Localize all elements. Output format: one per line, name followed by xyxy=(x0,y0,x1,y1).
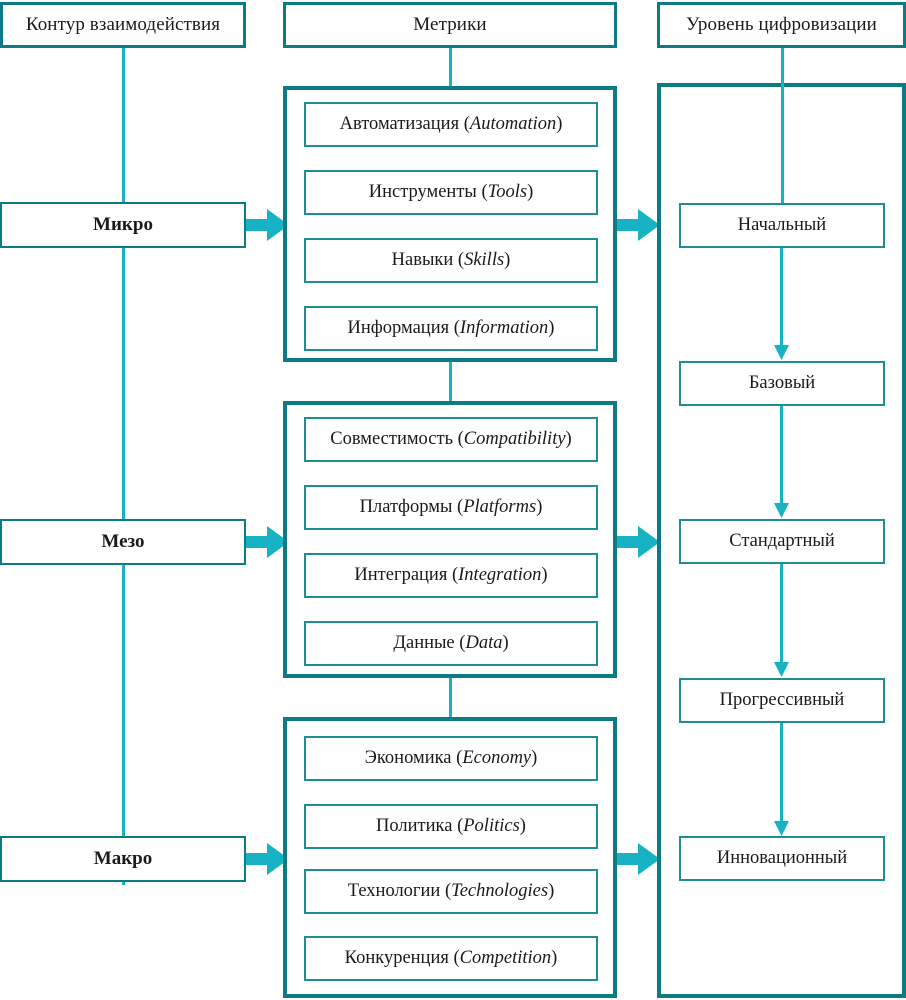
level-box-standard[interactable]: Стандартный xyxy=(679,519,885,564)
metric-item-skills[interactable]: Навыки (Skills) xyxy=(304,238,598,283)
arrow-macro-to-metrics xyxy=(246,843,289,875)
tier-box-micro-label: Микро xyxy=(93,214,153,235)
metric-item-compatibility-ru: Совместимость xyxy=(330,429,453,449)
tier-box-macro[interactable]: Макро xyxy=(0,836,246,882)
metric-item-economy[interactable]: Экономика (Economy) xyxy=(304,736,598,781)
metric-item-compatibility-en: Compatibility xyxy=(463,429,566,449)
tier-box-micro[interactable]: Микро xyxy=(0,202,246,248)
metric-item-data-en: Data xyxy=(465,633,503,653)
metric-item-economy-ru: Экономика xyxy=(364,748,452,768)
level-box-innovative-label: Инновационный xyxy=(716,848,848,868)
level-box-basic-label: Базовый xyxy=(748,373,816,393)
header-metrics-label: Метрики xyxy=(413,13,487,35)
arrow-basic-to-standard xyxy=(774,406,789,518)
metric-item-competition[interactable]: Конкуренция (Competition) xyxy=(304,936,598,981)
level-box-standard-label: Стандартный xyxy=(729,531,835,551)
arrow-progressive-to-innovative xyxy=(774,723,789,836)
metric-item-automation[interactable]: Автоматизация (Automation) xyxy=(304,102,598,147)
header-metrics: Метрики xyxy=(283,2,617,48)
arrow-metrics-mezo-to-levels xyxy=(617,526,660,558)
metric-item-politics-en: Politics xyxy=(463,816,520,836)
metric-item-tools[interactable]: Инструменты (Tools) xyxy=(304,170,598,215)
metric-item-platforms-en: Platforms xyxy=(463,497,537,517)
metric-item-integration-en: Integration xyxy=(458,565,542,585)
metric-item-data-ru: Данные xyxy=(393,633,455,653)
metric-item-data[interactable]: Данные (Data) xyxy=(304,621,598,666)
arrow-micro-to-metrics xyxy=(246,209,289,241)
metric-item-technologies-en: Technologies xyxy=(451,881,549,901)
metric-item-information[interactable]: Информация (Information) xyxy=(304,306,598,351)
arrow-standard-to-progressive xyxy=(774,564,789,677)
level-box-basic[interactable]: Базовый xyxy=(679,361,885,406)
header-digitalization-level-label: Уровень цифровизации xyxy=(686,13,877,35)
metric-item-integration[interactable]: Интеграция (Integration) xyxy=(304,553,598,598)
metric-item-automation-en: Automation xyxy=(469,114,557,134)
metric-item-technologies[interactable]: Технологии (Technologies) xyxy=(304,869,598,914)
level-box-progressive[interactable]: Прогрессивный xyxy=(679,678,885,723)
tier-box-macro-label: Макро xyxy=(93,848,153,869)
metric-item-information-en: Information xyxy=(459,318,549,338)
metric-item-tools-ru: Инструменты xyxy=(368,182,477,202)
arrow-initial-to-basic xyxy=(774,248,789,360)
metric-item-information-ru: Информация xyxy=(347,318,450,338)
metric-item-politics[interactable]: Политика (Politics) xyxy=(304,804,598,849)
tier-box-mezo[interactable]: Мезо xyxy=(0,519,246,565)
metric-item-competition-en: Competition xyxy=(459,948,552,968)
connector-levels-frame-to-initial xyxy=(781,83,784,203)
metric-item-skills-en: Skills xyxy=(464,250,505,270)
level-box-innovative[interactable]: Инновационный xyxy=(679,836,885,881)
level-box-progressive-label: Прогрессивный xyxy=(719,690,845,710)
metric-item-skills-ru: Навыки xyxy=(391,250,454,270)
header-digitalization-level: Уровень цифровизации xyxy=(657,2,906,48)
metric-item-integration-ru: Интеграция xyxy=(354,565,448,585)
metric-item-platforms[interactable]: Платформы (Platforms) xyxy=(304,485,598,530)
connector-mezo-group-to-macro-group xyxy=(449,678,452,717)
metric-item-compatibility[interactable]: Совместимость (Compatibility) xyxy=(304,417,598,462)
connector-left-spine xyxy=(122,48,125,885)
connector-metrics-header-to-micro xyxy=(449,48,452,88)
header-interaction-contour: Контур взаимодействия xyxy=(0,2,246,48)
metric-item-politics-ru: Политика xyxy=(376,816,453,836)
metric-item-platforms-ru: Платформы xyxy=(359,497,453,517)
arrow-mezo-to-metrics xyxy=(246,526,289,558)
connector-levels-header-to-frame xyxy=(781,48,784,83)
metric-item-competition-ru: Конкуренция xyxy=(344,948,449,968)
tier-box-mezo-label: Мезо xyxy=(101,531,145,552)
metric-item-tools-en: Tools xyxy=(487,182,528,202)
arrow-metrics-micro-to-levels xyxy=(617,209,660,241)
arrow-metrics-macro-to-levels xyxy=(617,843,660,875)
level-box-initial[interactable]: Начальный xyxy=(679,203,885,248)
level-box-initial-label: Начальный xyxy=(737,215,827,235)
connector-micro-group-to-mezo-group xyxy=(449,362,452,401)
metric-item-automation-ru: Автоматизация xyxy=(339,114,460,134)
header-interaction-contour-label: Контур взаимодействия xyxy=(25,13,221,35)
metric-item-economy-en: Economy xyxy=(462,748,532,768)
metric-item-technologies-ru: Технологии xyxy=(347,881,441,901)
